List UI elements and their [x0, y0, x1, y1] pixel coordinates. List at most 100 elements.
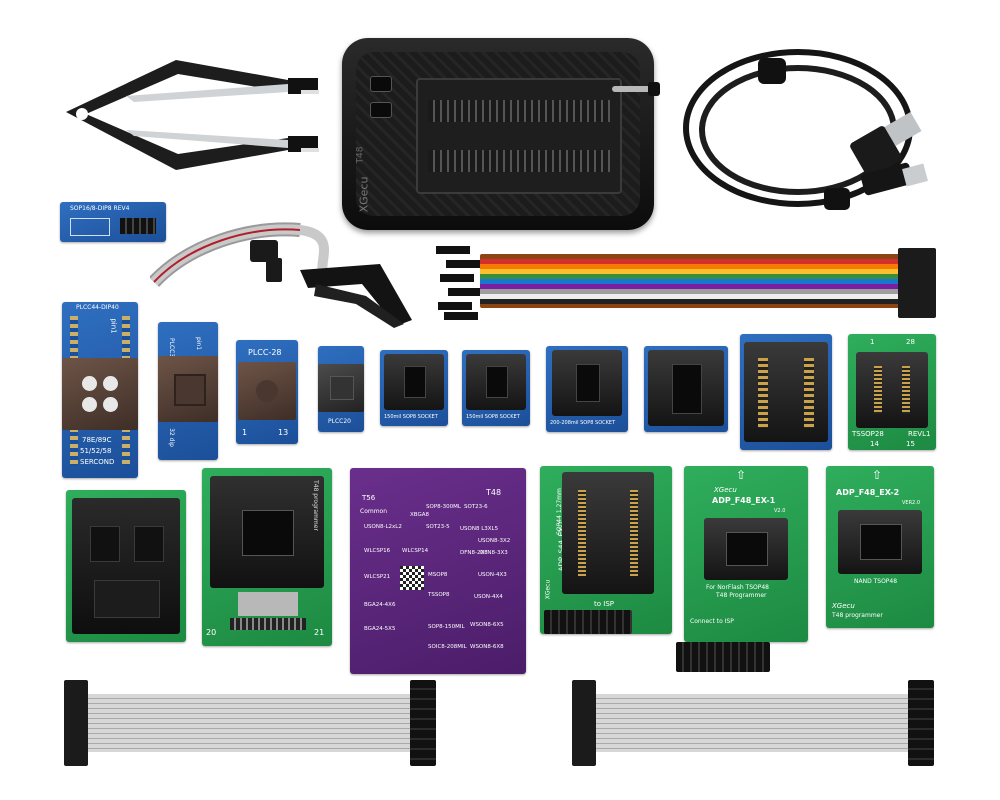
purple-footprint-label: SOIC8-208MIL: [428, 644, 467, 650]
plcc44-text-2: 51/52/58: [80, 447, 112, 455]
plcc32-socket: [158, 356, 218, 422]
sop44-socket: [562, 472, 654, 594]
sop44-adapter: ADP_S44_EX-1 SOP44 1.27mm XGecu to ISP: [540, 466, 672, 634]
plcc44-label: PLCC44-DIP40: [76, 304, 119, 311]
f48-ex1-desc-2: T48 Programmer: [716, 592, 767, 599]
purple-footprint-label: WSON8-6X8: [470, 644, 504, 650]
ic-test-clip: [56, 50, 324, 185]
purple-footprint-label: BGA24-4X6: [364, 602, 396, 608]
purple-footprint-label: WSON8-6X5: [470, 622, 504, 628]
purple-common: Common: [360, 508, 388, 515]
tssop28-socket: [856, 352, 928, 428]
arrow-up-icon: ⇧: [736, 468, 747, 482]
sop8-150mil-socket-b: 150mil SOP8 SOCKET: [462, 350, 530, 426]
purple-t56: T56: [362, 494, 376, 502]
f48-ex2-desc-1: NAND TSOP48: [854, 578, 898, 585]
sop8-200-socket: [552, 350, 622, 416]
plcc28-label: PLCC-28: [248, 348, 282, 357]
plcc44-text-3: SERCOND: [80, 458, 115, 466]
tssop28-rev: REVL1: [908, 430, 931, 438]
sop28-socket-body: [744, 342, 828, 442]
purple-footprint-label: DFN8-2X3: [460, 550, 488, 556]
f48-ex2-socket: [838, 510, 922, 574]
purple-footprint-label: TSSOP8: [428, 592, 450, 598]
purple-t48: T48: [486, 488, 502, 497]
soic-clip-cable: [148, 208, 418, 338]
tssop28-pin-1: 1: [870, 338, 875, 346]
adp-f48-ex2-adapter: ⇧ ADP_F48_EX-2 VER2.0 NAND TSOP48 XGecu …: [826, 466, 934, 628]
sop8-150-label-b: 150mil SOP8 SOCKET: [466, 414, 520, 420]
purple-footprint-label: SOT23-6: [464, 504, 488, 510]
plcc28-pin-1: 1: [242, 428, 248, 437]
tssop28-adapter: 1 28 TSSOP28 REVL1 14 15: [848, 334, 936, 450]
ribbon-cable-right: [572, 680, 934, 766]
purple-footprint-label: DFN8-3X3: [480, 550, 508, 556]
f48-ex1-version: V2.0: [774, 508, 786, 514]
purple-footprint-label: BGA24-5X5: [364, 626, 396, 632]
f48-ex1-desc-1: For NorFlash TSOP48: [706, 584, 769, 591]
dupont-rainbow-cable: [436, 240, 940, 324]
tsop48-label: T48 programmer: [311, 480, 319, 531]
plcc28-adapter: PLCC-28 1 13: [236, 340, 298, 444]
tssop28-pin-28: 28: [906, 338, 915, 346]
sop28-socket: [740, 334, 832, 450]
purple-footprint-label: MSOP8: [428, 572, 448, 578]
status-led-icon: [370, 102, 392, 118]
sop16-socket-body: [648, 350, 724, 426]
purple-footprint-label: USON-4X3: [478, 572, 507, 578]
zif-socket: [416, 78, 622, 194]
plcc44-text-1: 78E/89C: [82, 436, 112, 444]
sop8-150-label-a: 150mil SOP8 SOCKET: [384, 414, 438, 420]
f48-ex1-brand: XGecu: [714, 486, 737, 494]
plcc28-socket: [238, 362, 296, 420]
programmer-unit: XGecu T48: [342, 38, 660, 230]
f48-ex1-isp-header: [676, 642, 770, 672]
tssop28-pin-15: 15: [906, 440, 915, 448]
tssop28-pin-14: 14: [870, 440, 879, 448]
plcc44-adapter: PLCC44-DIP40 pin1 78E/89C 51/52/58 SERCO…: [62, 302, 138, 478]
sop8-150mil-socket-a: 150mil SOP8 SOCKET: [380, 350, 448, 426]
purple-footprint-label: WLCSP16: [364, 548, 391, 554]
plcc32-dip-label: 32 dip: [167, 428, 175, 447]
purple-footprint-label: SOP8-300ML: [426, 504, 461, 510]
f48-ex2-desc-2: T48 programmer: [832, 612, 883, 619]
purple-footprint-label: USON8 L3XL5: [460, 526, 499, 532]
plcc20-label: PLCC20: [328, 418, 351, 425]
f48-ex1-title: ADP_F48_EX-1: [712, 496, 776, 505]
sop8-200mil-socket: 200-208mil SOP8 SOCKET: [546, 346, 628, 432]
purple-footprint-label: WLCSP14: [402, 548, 429, 554]
purple-footprint-label: SOT23-5: [426, 524, 450, 530]
sop44-brand: XGecu: [544, 579, 552, 600]
f48-ex2-brand: XGecu: [832, 602, 855, 610]
tsop48-adapter: T48 programmer 20 21: [202, 468, 332, 646]
purple-footprint-label: SOP8-150MIL: [428, 624, 465, 630]
tsop48-pin-20: 20: [206, 628, 217, 637]
plcc32-adapter: PLCC32 pin1 32 dip: [158, 322, 218, 460]
programmer-model: T48: [355, 146, 366, 164]
sop16-socket: [644, 346, 728, 432]
purple-footprint-label: USON-4X4: [474, 594, 503, 600]
tssop28-label: TSSOP28: [852, 430, 884, 438]
purple-footprint-label: XBGA8: [410, 512, 429, 518]
sop44-isp-header: [544, 610, 632, 634]
clamshell-socket-adapter: [66, 490, 186, 642]
purple-footprint-label: USON8-L2xL2: [364, 524, 402, 530]
arrow-up-icon: ⇧: [872, 468, 883, 482]
power-led-icon: [370, 76, 392, 92]
f48-ex2-title: ADP_F48_EX-2: [836, 488, 900, 497]
plcc32-pin1: pin1: [195, 336, 203, 351]
f48-ex1-isp-label: Connect to ISP: [690, 618, 734, 625]
ribbon-cable-left: [64, 680, 436, 766]
plcc28-pin-13: 13: [278, 428, 289, 437]
dupont-header-connector: [898, 248, 936, 318]
sop44-isp-label: to ISP: [594, 600, 614, 608]
qr-code-icon: [400, 566, 424, 590]
sop-board-label: SOP16/8-DIP8 REV4: [70, 205, 130, 212]
purple-footprint-label: WLCSP21: [364, 574, 391, 580]
plcc44-pin1: pin1: [109, 318, 118, 334]
plcc20-adapter: PLCC20: [318, 346, 364, 432]
f48-ex2-version: VER2.0: [902, 500, 921, 506]
usb-cable: [678, 38, 930, 216]
f48-ex1-socket: [704, 518, 788, 580]
